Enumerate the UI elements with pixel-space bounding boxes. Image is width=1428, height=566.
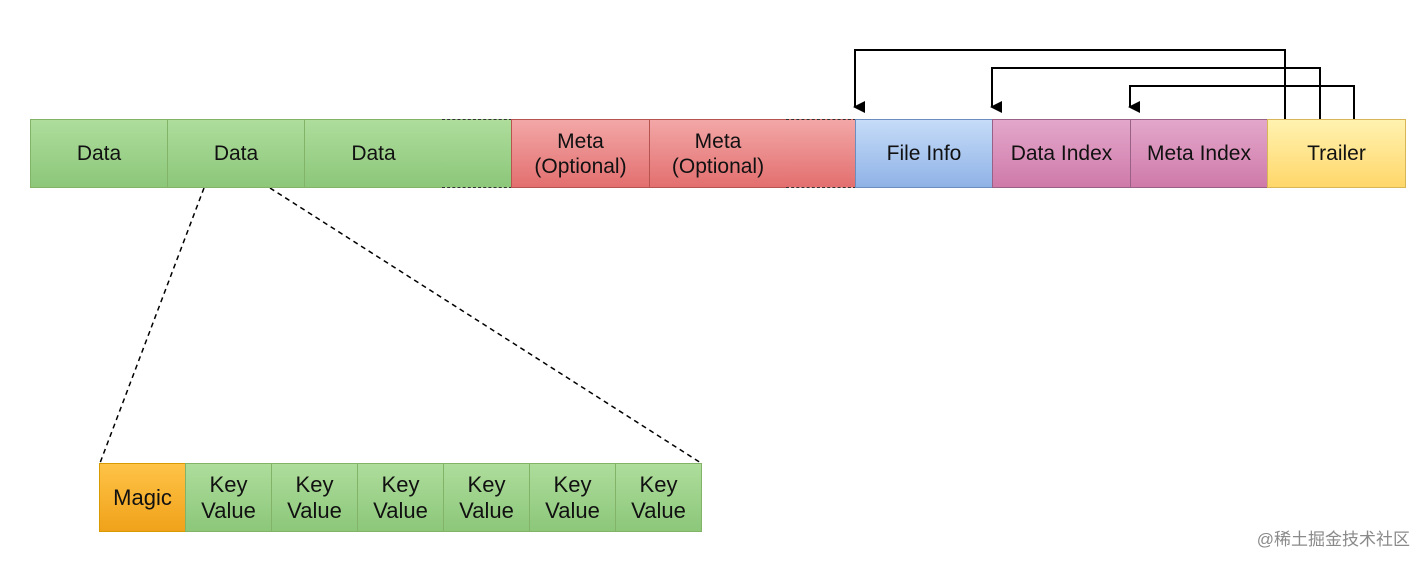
trailer-block: Trailer — [1267, 119, 1406, 188]
key-value-2-label: Key Value — [287, 471, 342, 523]
zoom-line-right — [269, 187, 702, 464]
file-info-block: File Info — [855, 119, 993, 188]
arrow-trailer-to-data-index — [990, 67, 1321, 119]
key-value-block-5: Key Value — [529, 463, 616, 532]
key-value-block-1: Key Value — [185, 463, 272, 532]
trailer-label: Trailer — [1307, 142, 1366, 165]
arrow-trailer-to-file-info — [853, 49, 1286, 119]
meta-block-1-label: Meta (Optional) — [534, 129, 627, 178]
meta-block-2: Meta (Optional) — [649, 119, 787, 188]
data-block-3: Data — [304, 119, 443, 188]
key-value-6-label: Key Value — [631, 471, 686, 523]
data-block-2: Data — [167, 119, 305, 188]
key-value-3-label: Key Value — [373, 471, 428, 523]
magic-block: Magic — [99, 463, 186, 532]
meta-block-ellipsis — [786, 119, 856, 188]
data-block-ellipsis — [442, 119, 512, 188]
magic-label: Magic — [113, 484, 172, 510]
key-value-block-6: Key Value — [615, 463, 702, 532]
meta-block-2-label: Meta (Optional) — [671, 129, 765, 178]
data-block-2-label: Data — [213, 142, 259, 165]
key-value-4-label: Key Value — [459, 471, 514, 523]
data-index-label: Data Index — [1010, 142, 1113, 165]
meta-index-block: Meta Index — [1130, 119, 1268, 188]
meta-index-label: Meta Index — [1147, 142, 1251, 165]
key-value-1-label: Key Value — [201, 471, 256, 523]
arrow-trailer-to-meta-index — [1128, 85, 1355, 119]
data-block-1: Data — [30, 119, 168, 188]
key-value-5-label: Key Value — [545, 471, 600, 523]
key-value-block-4: Key Value — [443, 463, 530, 532]
key-value-block-2: Key Value — [271, 463, 358, 532]
data-block-1-label: Data — [76, 142, 122, 165]
key-value-block-3: Key Value — [357, 463, 444, 532]
watermark: @稀土掘金技术社区 — [1256, 530, 1410, 549]
file-info-label: File Info — [886, 142, 962, 165]
data-index-block: Data Index — [992, 119, 1131, 188]
meta-block-1: Meta (Optional) — [511, 119, 650, 188]
data-block-3-label: Data — [351, 142, 396, 165]
zoom-line-left — [99, 187, 205, 464]
